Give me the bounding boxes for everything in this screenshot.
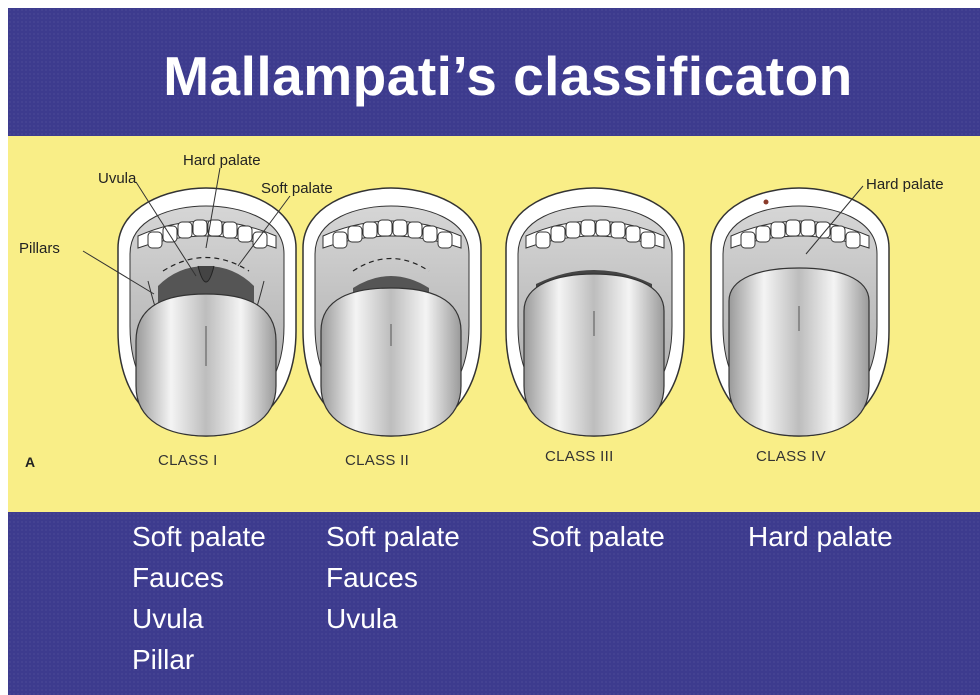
structure-item: Soft palate <box>326 516 460 557</box>
mouth-class-4 <box>711 188 889 436</box>
structure-item: Soft palate <box>531 516 665 557</box>
slide-title: Mallampati’s classificaton <box>8 44 980 108</box>
class-label-2: CLASS II <box>345 452 409 469</box>
structures-class-1: Soft palate Fauces Uvula Pillar <box>132 516 266 680</box>
class-label-3: CLASS III <box>545 448 614 465</box>
structure-item: Uvula <box>132 598 266 639</box>
structures-class-4: Hard palate <box>748 516 893 557</box>
structure-item: Uvula <box>326 598 460 639</box>
mouth-class-3 <box>506 188 684 436</box>
mouth-class-2 <box>303 188 481 436</box>
diagram-panel: Uvula Hard palate Soft palate Pillars Ha… <box>8 136 980 512</box>
structure-item: Fauces <box>132 557 266 598</box>
figure-letter: A <box>25 454 35 470</box>
label-soft-palate: Soft palate <box>261 180 333 197</box>
class-label-1: CLASS I <box>158 452 218 469</box>
structures-class-2: Soft palate Fauces Uvula <box>326 516 460 639</box>
structure-item: Fauces <box>326 557 460 598</box>
structure-item: Pillar <box>132 639 266 680</box>
mouth-class-1 <box>118 188 296 436</box>
slide: Mallampati’s classificaton <box>8 8 980 695</box>
label-hard-palate: Hard palate <box>183 152 261 169</box>
label-pillars: Pillars <box>19 240 60 257</box>
structure-item: Soft palate <box>132 516 266 557</box>
structures-class-3: Soft palate <box>531 516 665 557</box>
mouth-diagrams <box>8 136 980 512</box>
label-hard-palate-class4: Hard palate <box>866 176 944 193</box>
structure-item: Hard palate <box>748 516 893 557</box>
label-uvula: Uvula <box>98 170 136 187</box>
class-label-4: CLASS IV <box>756 448 826 465</box>
